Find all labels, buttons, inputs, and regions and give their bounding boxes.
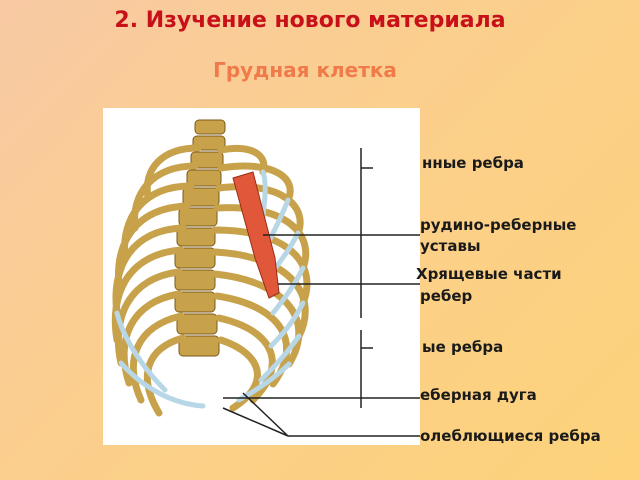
label-sternocostal-joints-line2: уставы	[420, 237, 481, 255]
slide-subtitle: Грудная клетка	[213, 58, 397, 82]
label-floating-ribs: олеблющиеся ребра	[420, 427, 601, 445]
callout-lines	[222, 148, 420, 437]
label-false-ribs: ые ребра	[422, 338, 504, 356]
sternum	[232, 171, 280, 299]
rib-cage-illustration	[103, 108, 420, 445]
right-ribs	[211, 145, 311, 412]
slide-title: 2. Изучение нового материала	[114, 8, 506, 33]
label-true-ribs: нные ребра	[422, 154, 524, 172]
spine	[174, 119, 226, 357]
label-costal-cartilage-line1: Хрящевые части	[416, 265, 562, 283]
left-ribs	[111, 144, 202, 417]
label-costal-cartilage-line2: ребер	[420, 287, 473, 305]
label-costal-arch: еберная дуга	[420, 386, 537, 404]
label-sternocostal-joints-line1: рудино-реберные	[420, 216, 577, 234]
